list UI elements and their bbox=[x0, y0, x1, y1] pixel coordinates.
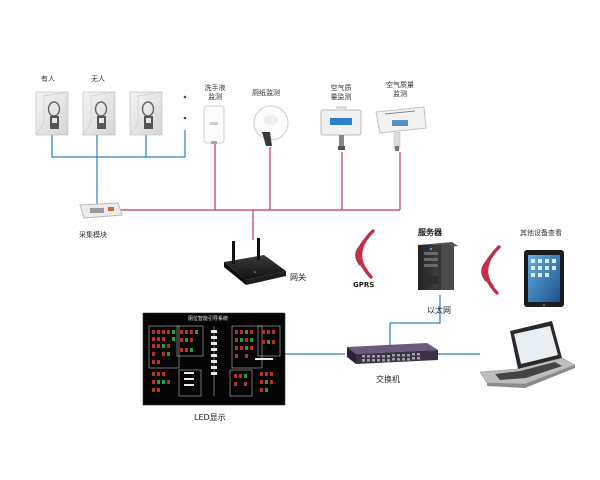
sensor-bus-lines bbox=[97, 143, 401, 240]
wireless-icon bbox=[355, 229, 375, 279]
stall-1-icon bbox=[35, 91, 69, 136]
soap-dispenser-icon bbox=[203, 105, 225, 144]
led-panel-title: 厕位智能引导系统 bbox=[188, 316, 229, 322]
air-sensor-2-icon bbox=[375, 106, 427, 151]
soap-monitor-label: 洗手液 监测 bbox=[204, 84, 226, 101]
server-icon bbox=[418, 242, 458, 290]
network-lines bbox=[285, 295, 480, 355]
air-monitor-2-label: 空气质量 监测 bbox=[386, 81, 414, 98]
stall-2-icon bbox=[82, 91, 116, 136]
collector-label: 采集模块 bbox=[79, 231, 107, 239]
paper-monitor-label: 厕纸监测 bbox=[252, 89, 280, 97]
stall-3-icon bbox=[129, 91, 163, 136]
paper-dispenser-icon bbox=[253, 105, 289, 146]
stall-vacant-label: 无人 bbox=[91, 75, 105, 83]
ethernet-label: 以太网 bbox=[427, 306, 451, 315]
air-monitor-1-label: 空气质 量监测 bbox=[330, 84, 352, 101]
laptop-icon bbox=[479, 321, 576, 388]
wireless-icon bbox=[481, 245, 501, 295]
switch-icon bbox=[347, 343, 438, 364]
led-display-label: LED显示 bbox=[194, 413, 226, 422]
stall-occupied-label: 有人 bbox=[41, 75, 55, 83]
gateway-router-icon bbox=[224, 238, 286, 285]
switch-label: 交换机 bbox=[376, 375, 400, 384]
air-sensor-1-icon bbox=[320, 106, 362, 150]
tablet-icon bbox=[524, 250, 564, 307]
gprs-label: GPRS bbox=[353, 281, 375, 289]
gateway-label: 网关 bbox=[290, 273, 306, 282]
led-display-panel bbox=[142, 312, 286, 406]
stall-bus-lines bbox=[51, 130, 186, 205]
server-label: 服务器 bbox=[418, 228, 442, 237]
other-devices-label: 其他设备查看 bbox=[520, 229, 562, 237]
ellipsis-dots bbox=[183, 95, 187, 120]
collector-module-icon bbox=[79, 202, 123, 219]
